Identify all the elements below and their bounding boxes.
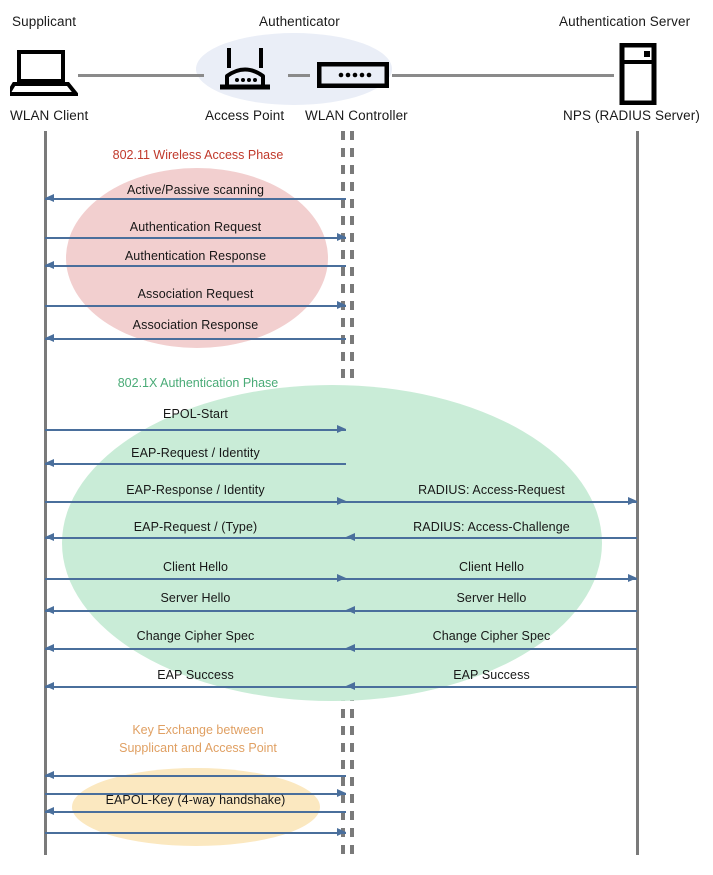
message-label: Authentication Response [124,249,267,263]
message-label: Active/Passive scanning [126,183,265,197]
message-label: Change Cipher Spec [432,629,551,643]
arrow-line [45,686,346,688]
node-label-wlan-controller: WLAN Controller [305,108,408,123]
arrow-head-left [346,644,355,653]
arrow-line [45,198,346,200]
phase-blob-dot1x-authentication [62,385,602,701]
phase-caption-key-exchange-line2: Supplicant and Access Point [119,741,277,755]
arrow-head-left [45,261,54,270]
arrow-line [346,610,637,612]
arrow-line [346,686,637,688]
phase-blob-key-exchange [72,768,320,846]
arrow-head-right [337,301,346,310]
arrow-line [45,305,346,307]
arrow-head-right [337,425,346,434]
message-label: EPOL-Start [163,407,228,421]
message-label: RADIUS: Access-Challenge [413,520,570,534]
arrow-head-left [45,334,54,343]
message-label: Authentication Request [129,220,262,234]
arrow-head-left [346,533,355,542]
arrow-head-right [628,574,637,583]
link-controller-to-server [392,74,614,77]
arrow-line [45,429,346,431]
authenticator-group-highlight [196,33,392,105]
phase-caption-key-exchange-line1: Key Exchange between [132,723,264,737]
arrow-line [45,338,346,340]
arrow-line [45,775,346,777]
arrow-line [45,610,346,612]
arrow-head-left [45,459,54,468]
node-label-wlan-client: WLAN Client [10,108,89,123]
message-label: EAP-Request / (Type) [133,520,258,534]
laptop-icon [4,50,81,101]
message-label: RADIUS: Access-Request [418,483,565,497]
message-label: Association Request [137,287,254,301]
lifeline-supplicant [44,131,47,855]
message-label: Client Hello [162,560,229,574]
arrow-line [45,648,346,650]
arrow-head-right [337,233,346,242]
arrow-head-left [45,644,54,653]
arrow-line [45,793,346,795]
message-label: EAP-Response / Identity [126,483,265,497]
arrow-head-left [45,807,54,816]
arrow-head-left [45,771,54,780]
arrow-head-left [45,533,54,542]
arrow-head-left [45,606,54,615]
arrow-line [346,501,637,503]
phase-caption-wireless-access: 802.11 Wireless Access Phase [112,148,284,162]
wlan-controller-icon [316,61,390,93]
arrow-head-right [337,497,346,506]
arrow-line [346,537,637,539]
arrow-line [45,578,346,580]
message-label: Client Hello [458,560,525,574]
arrow-line [45,463,346,465]
access-point-icon [214,46,276,101]
arrow-head-left [346,606,355,615]
message-label: Server Hello [456,591,527,605]
arrow-head-left [45,194,54,203]
message-label: Server Hello [160,591,231,605]
arrow-line [45,265,346,267]
role-title-authenticator: Authenticator [259,14,340,29]
arrow-line [45,501,346,503]
message-label: EAP-Request / Identity [131,446,260,460]
role-title-authentication-server: Authentication Server [559,14,691,29]
link-ap-to-controller [288,74,310,77]
node-label-access-point: Access Point [205,108,285,123]
message-label: EAP Success [157,668,234,682]
node-label-nps-radius-server: NPS (RADIUS Server) [563,108,700,123]
arrow-line [45,832,346,834]
message-label: Change Cipher Spec [136,629,255,643]
arrow-head-right [337,828,346,837]
link-client-to-ap [78,74,204,77]
phase-caption-dot1x-authentication: 802.1X Authentication Phase [117,376,279,390]
message-label: EAPOL-Key (4-way handshake) [105,793,286,807]
server-icon [619,42,657,110]
arrow-head-right [628,497,637,506]
arrow-line [45,811,346,813]
arrow-head-right [337,574,346,583]
message-label: EAP Success [453,668,530,682]
arrow-head-left [45,682,54,691]
lifeline-authentication-server [636,131,639,855]
arrow-line [346,578,637,580]
message-label: Association Response [132,318,259,332]
arrow-line [346,648,637,650]
role-title-supplicant: Supplicant [12,14,77,29]
arrow-head-left [346,682,355,691]
arrow-line [45,237,346,239]
arrow-head-right [337,789,346,798]
arrow-line [45,537,346,539]
